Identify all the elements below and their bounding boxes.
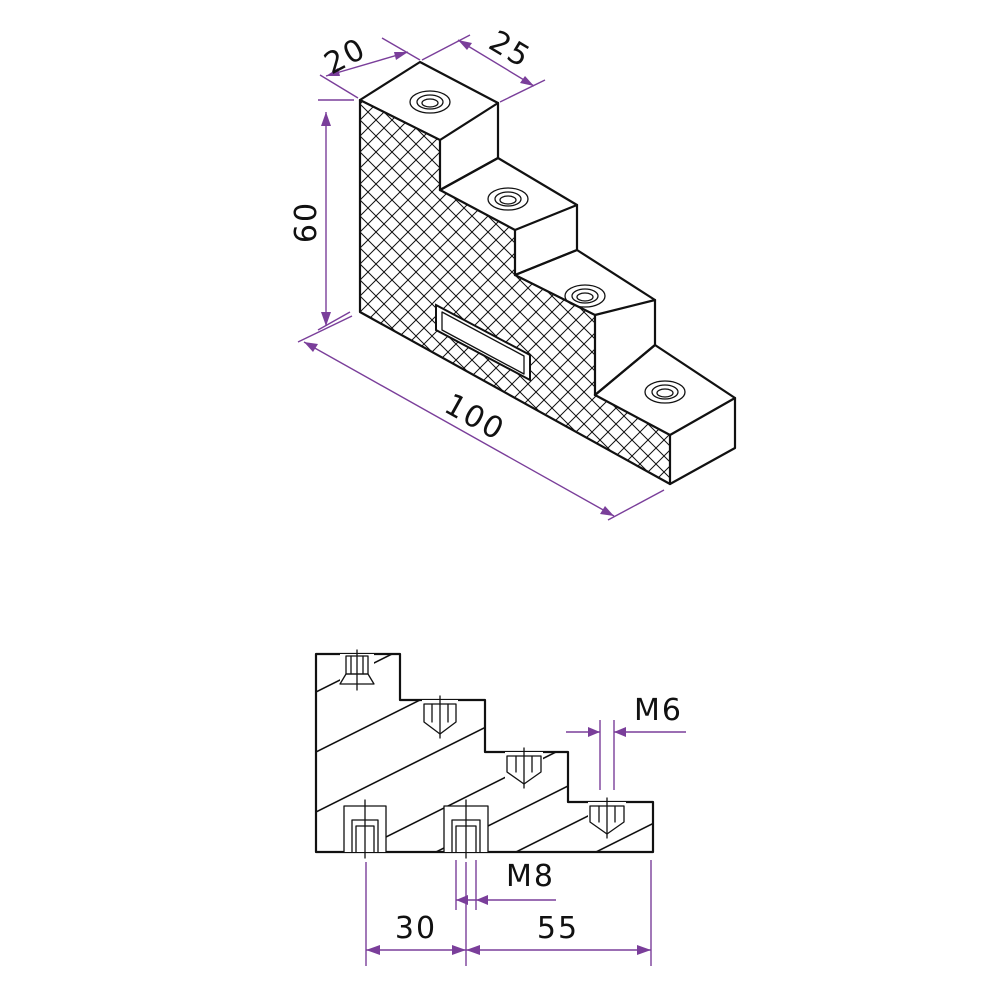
step-1-top [358,60,500,142]
dim-25-label: 25 [483,24,537,76]
side-slot [435,303,531,382]
hole-step-4 [644,380,686,404]
step-2-top [438,156,579,232]
dim-55: 55 [466,860,652,966]
dim-55-label: 55 [537,911,579,946]
dim-20-label: 20 [319,31,373,82]
hole-step-3 [564,284,606,308]
isometric-view: 20 25 60 100 [289,24,737,521]
dim-100: 100 [297,315,665,521]
end-face [668,396,737,486]
m6-hole-2 [422,695,458,739]
dim-m8: M8 [455,859,556,910]
m6-hole-4 [588,797,626,839]
dim-30: 30 [365,862,467,966]
m8-hole-1 [343,799,387,859]
bottom-edge [359,311,373,319]
dim-30-label: 30 [395,911,437,946]
step-1-riser [438,101,500,192]
dim-60: 60 [289,99,354,331]
dim-25: 25 [421,24,546,103]
dim-60-label: 60 [289,201,324,243]
m6-hole-1 [339,649,375,691]
section-view: M6 M8 30 55 [314,649,686,966]
dim-m6-label: M6 [634,693,683,728]
step-2-riser [513,203,579,277]
hole-step-1 [409,90,451,114]
m6-hole-3 [505,747,543,789]
step-3-top [513,248,657,317]
section-outline [314,652,655,854]
dim-m6: M6 [566,693,686,790]
step-4-top [593,343,737,437]
side-face-hatching [360,100,670,484]
step-3-riser [593,298,657,397]
dim-20: 20 [319,31,421,99]
hole-step-2 [487,187,529,211]
dim-100-label: 100 [438,387,510,448]
dim-m8-label: M8 [506,859,555,894]
m8-hole-2 [443,799,489,859]
